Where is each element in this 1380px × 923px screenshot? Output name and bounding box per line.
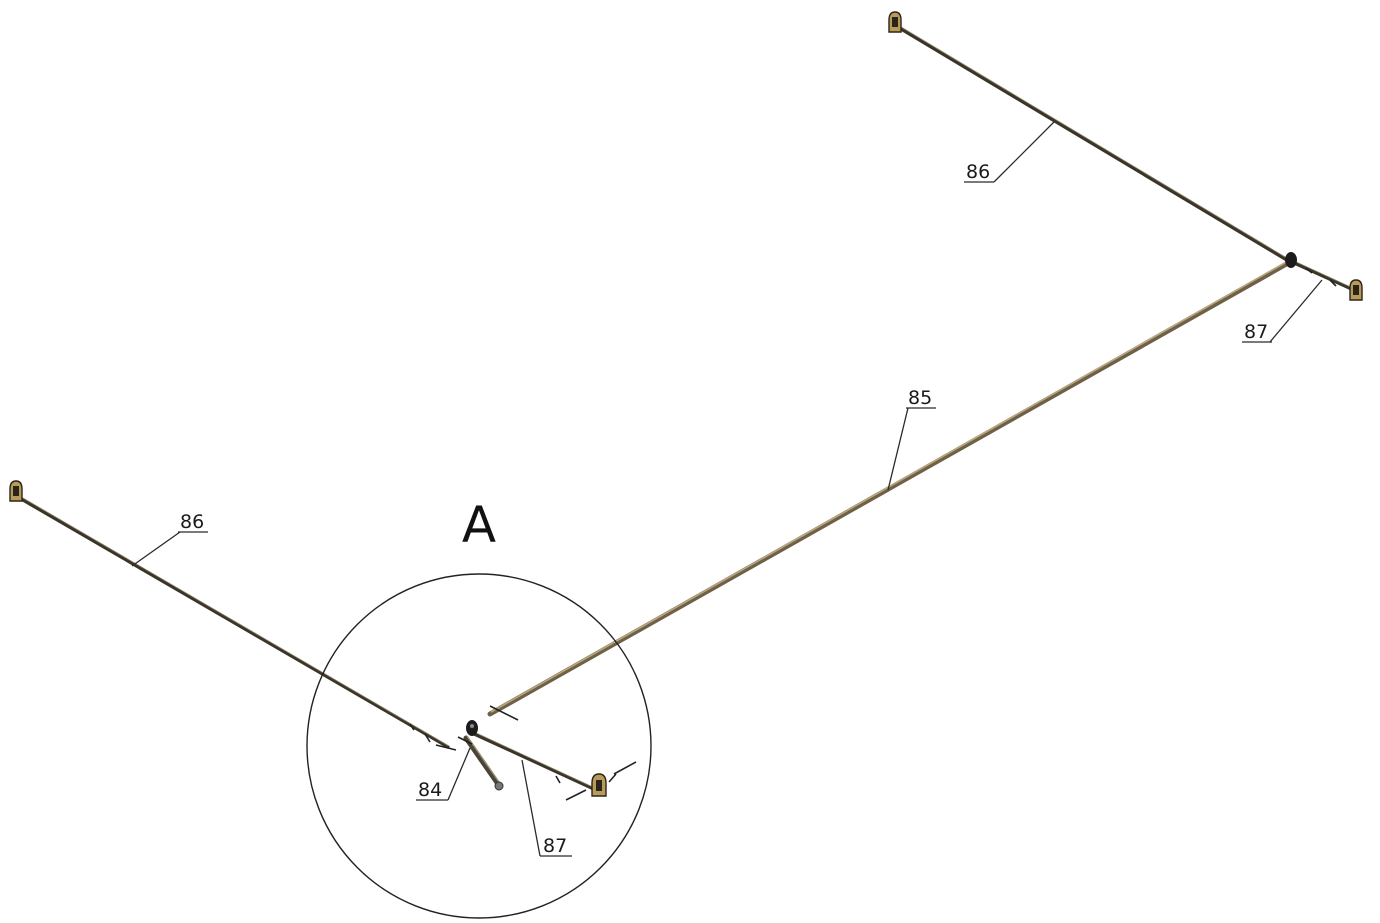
callout-84-label: 84 — [418, 779, 442, 801]
callout-86-top: 86 — [964, 121, 1055, 183]
rod-87-right — [1290, 260, 1358, 293]
detail-circle — [306, 573, 652, 919]
tick-marks — [409, 267, 1337, 801]
callout-87-right-label: 87 — [1244, 321, 1268, 343]
rod-86-left — [14, 494, 450, 749]
rod-85 — [487, 259, 1293, 717]
rod-86-top — [894, 24, 1292, 264]
callout-86-left-label: 86 — [180, 511, 204, 533]
junction-node-right — [1285, 252, 1297, 268]
rod-87-bottom — [470, 731, 598, 792]
detail-label: A — [462, 496, 496, 554]
anchor-left — [9, 480, 23, 502]
junction-nodes — [466, 252, 1297, 736]
callout-85: 85 — [887, 387, 936, 491]
callout-87-right: 87 — [1242, 279, 1323, 343]
callout-87-bottom: 87 — [521, 759, 572, 857]
anchor-top — [888, 11, 902, 33]
arm-84 — [463, 735, 504, 791]
anchor-right — [1349, 279, 1363, 301]
anchor-bottom — [591, 773, 607, 797]
callout-85-label: 85 — [908, 387, 932, 409]
callout-87-bottom-label: 87 — [543, 835, 567, 857]
callout-86-left: 86 — [131, 511, 208, 567]
callout-86-top-label: 86 — [966, 161, 990, 183]
callout-84: 84 — [416, 747, 471, 801]
